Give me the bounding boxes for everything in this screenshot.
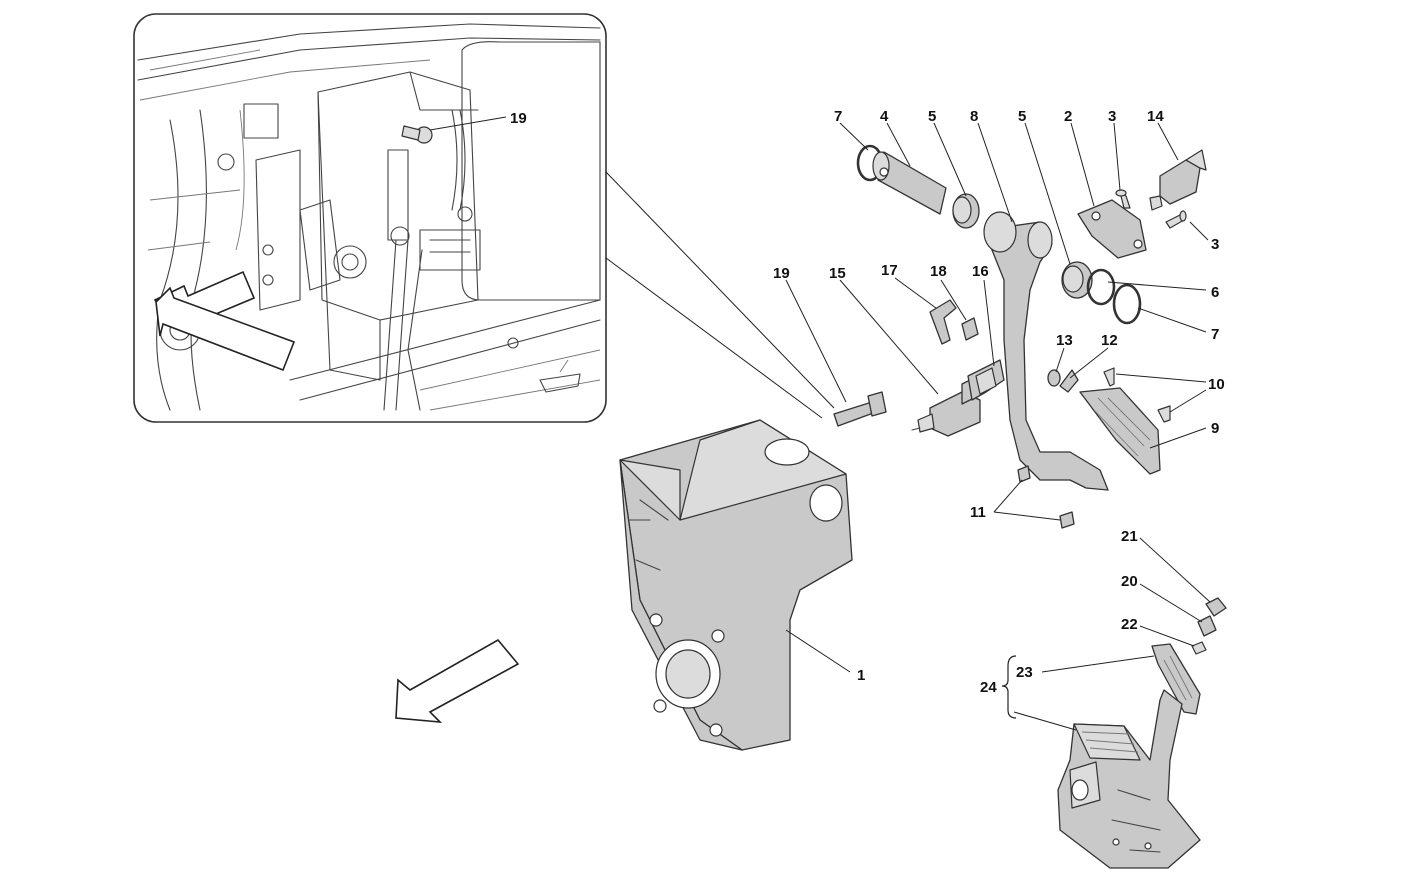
part-14-pedal-switch <box>1149 149 1207 211</box>
callout-12: 12 <box>1101 332 1118 349</box>
part-3-screw-upper <box>1115 189 1131 209</box>
part-19-bolt <box>833 391 887 427</box>
inset-frame <box>133 13 607 423</box>
callout-17: 17 <box>881 262 898 279</box>
group-bracket-24 <box>1001 655 1017 719</box>
part-7-o-ring-right <box>1112 283 1142 325</box>
inset-bolt-19 <box>401 125 433 144</box>
part-10-screw-lower <box>1157 405 1171 423</box>
inset-arrow-body <box>155 286 296 372</box>
part-11-nut-lower <box>1059 511 1075 529</box>
part-5-bushing-left <box>952 193 980 229</box>
inset-connector-line-lower <box>605 257 823 419</box>
callout-1: 1 <box>857 667 865 684</box>
part-20-spacer <box>1197 615 1217 637</box>
callout-22: 22 <box>1121 616 1138 633</box>
callout-9: 9 <box>1211 420 1219 437</box>
part-17-clevis-pin <box>929 299 957 345</box>
part-8-brake-pedal-arm <box>983 211 1109 491</box>
part-6-spacer-ring <box>1086 268 1116 306</box>
part-24-accelerator-pedal-assembly <box>1057 689 1201 869</box>
callout-7-right: 7 <box>1211 326 1219 343</box>
part-21-nut <box>1205 597 1227 617</box>
callout-24: 24 <box>980 679 997 696</box>
part-18-pin-bushing <box>961 317 979 341</box>
callout-19-inset: 19 <box>510 110 527 127</box>
callout-2: 2 <box>1064 108 1072 125</box>
inset-vehicle-structure-sketch <box>137 23 601 411</box>
part-22-pin <box>1191 641 1207 655</box>
callout-15: 15 <box>829 265 846 282</box>
callout-10: 10 <box>1208 376 1225 393</box>
part-9-brake-pedal-pad <box>1079 387 1161 475</box>
callout-20: 20 <box>1121 573 1138 590</box>
callout-3-right: 3 <box>1211 236 1219 253</box>
callout-4: 4 <box>880 108 889 125</box>
part-15-pushrod-fork <box>911 375 981 437</box>
part-13-washer <box>1047 369 1061 387</box>
leader-lines <box>429 116 1211 731</box>
callout-8: 8 <box>970 108 978 125</box>
callout-11: 11 <box>970 504 986 521</box>
callout-7-left: 7 <box>834 108 842 125</box>
callout-13: 13 <box>1056 332 1073 349</box>
callout-labels: 7 4 5 8 5 2 3 14 3 6 7 10 9 19 15 17 18 … <box>510 108 1225 696</box>
callout-23: 23 <box>1016 664 1033 681</box>
callout-19: 19 <box>773 265 790 282</box>
part-2-switch-bracket <box>1077 199 1147 259</box>
callout-16: 16 <box>972 263 989 280</box>
part-23-pedal-pad <box>1151 643 1201 715</box>
inset-detail-view <box>133 13 607 423</box>
callout-5-left: 5 <box>928 108 936 125</box>
part-5-bushing-right <box>1061 261 1093 299</box>
callout-14: 14 <box>1147 108 1164 125</box>
part-1-pedal-box <box>619 419 853 751</box>
part-3-screw-lower <box>1165 210 1187 229</box>
callout-6: 6 <box>1211 284 1219 301</box>
callout-21: 21 <box>1121 528 1138 545</box>
part-11-nut-upper <box>1017 465 1031 483</box>
part-4-pivot-shaft <box>872 151 947 215</box>
callout-18: 18 <box>930 263 947 280</box>
inset-connector-line-upper <box>605 171 835 409</box>
direction-arrow <box>395 638 520 723</box>
part-16-clevis <box>967 359 1005 401</box>
part-10-screw-upper <box>1103 367 1115 387</box>
callout-3-top: 3 <box>1108 108 1116 125</box>
callout-5-right: 5 <box>1018 108 1026 125</box>
